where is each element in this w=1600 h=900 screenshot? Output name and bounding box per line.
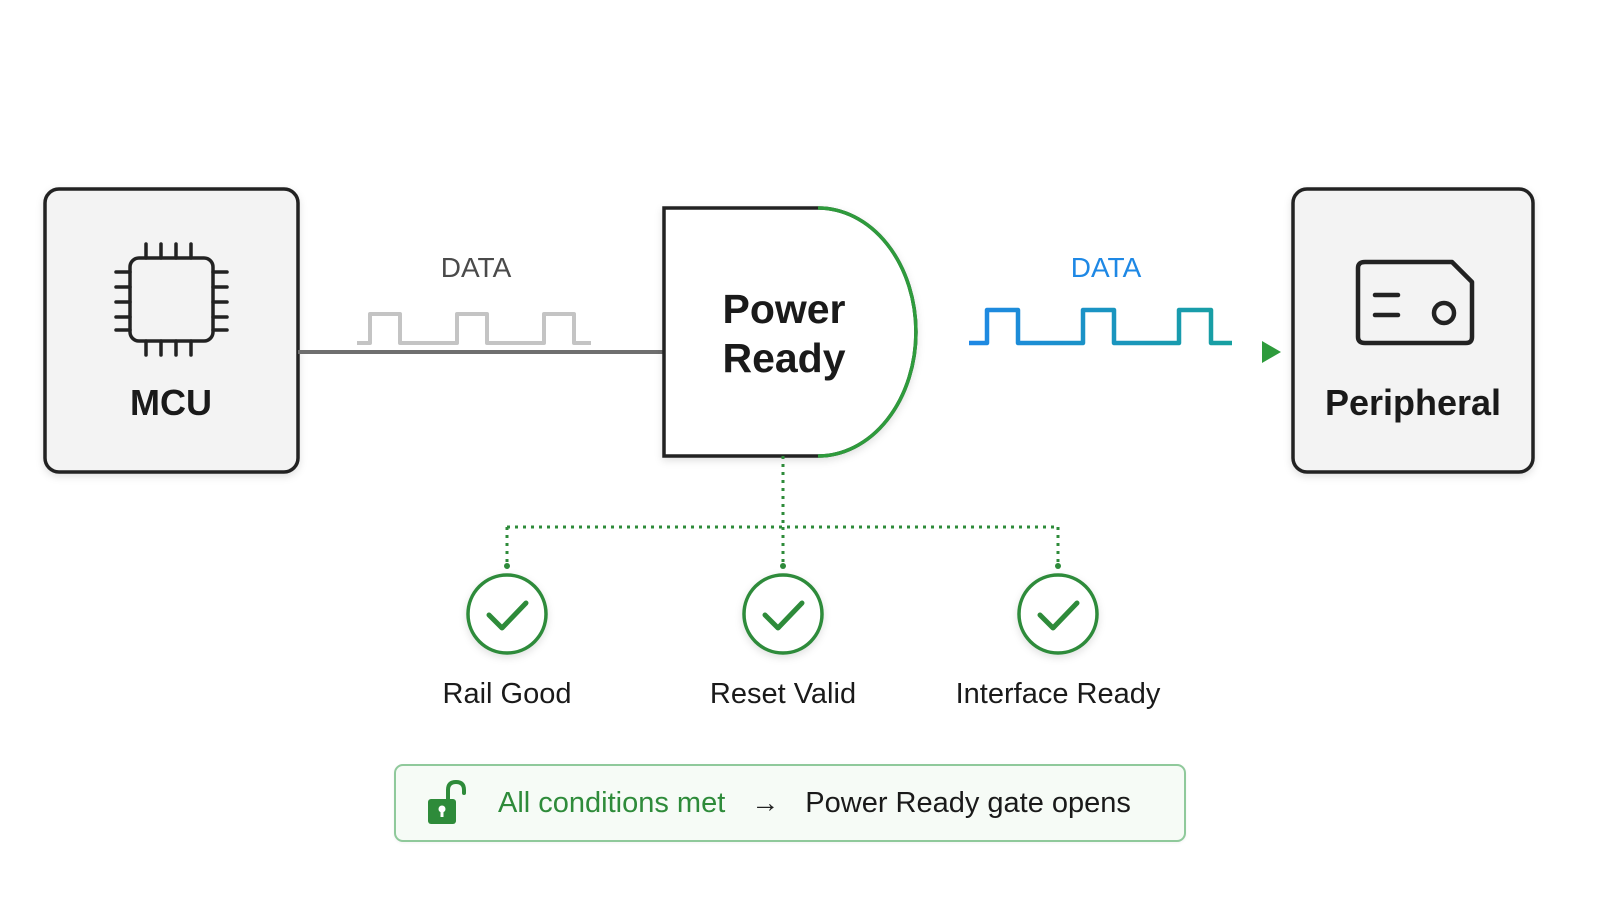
gate-label-line1: Power xyxy=(722,286,845,332)
condition-label: Rail Good xyxy=(443,678,572,710)
condition-label: Interface Ready xyxy=(956,678,1161,710)
check-circle-icon xyxy=(466,573,548,655)
check-circle-icon xyxy=(742,573,824,655)
peripheral-block: Peripheral xyxy=(1291,187,1535,474)
condition-rail-good: Rail Good xyxy=(443,573,572,710)
condition-connectors xyxy=(505,456,1060,564)
gate-body xyxy=(662,206,918,458)
check-circle-icon xyxy=(1017,573,1099,655)
peripheral-box xyxy=(1291,187,1535,474)
condition-interface-ready: Interface Ready xyxy=(956,573,1161,710)
connector-dot xyxy=(1055,563,1061,569)
condition-reset-valid: Reset Valid xyxy=(710,573,856,710)
mcu-box xyxy=(43,187,300,474)
mcu-label: MCU xyxy=(130,382,212,423)
conditions-met-text: All conditions met xyxy=(498,786,726,819)
input-waveform xyxy=(357,312,591,345)
checkmark-icon xyxy=(1037,600,1080,631)
output-waveform xyxy=(969,307,1232,346)
sd-card-icon xyxy=(1355,259,1475,346)
output-arrowhead-icon xyxy=(1262,341,1281,363)
connector-dot xyxy=(504,563,510,569)
chip-icon xyxy=(114,242,229,357)
checkmark-icon xyxy=(486,600,529,631)
condition-label: Reset Valid xyxy=(710,678,856,710)
output-data-label: DATA xyxy=(1071,252,1142,283)
peripheral-label: Peripheral xyxy=(1325,382,1501,423)
gate-label-line2: Ready xyxy=(722,335,845,381)
right-arrow-icon: → xyxy=(751,787,780,818)
gate-active-edge xyxy=(817,206,918,458)
status-banner: All conditions met → Power Ready gate op… xyxy=(394,764,1186,842)
mcu-block: MCU xyxy=(43,187,300,474)
gate-opens-text: Power Ready gate opens xyxy=(805,786,1131,819)
connector-dot xyxy=(780,563,786,569)
power-ready-gate: Power Ready xyxy=(662,206,918,458)
unlock-icon xyxy=(426,779,470,827)
input-data-label: DATA xyxy=(441,252,512,283)
checkmark-icon xyxy=(762,600,805,631)
